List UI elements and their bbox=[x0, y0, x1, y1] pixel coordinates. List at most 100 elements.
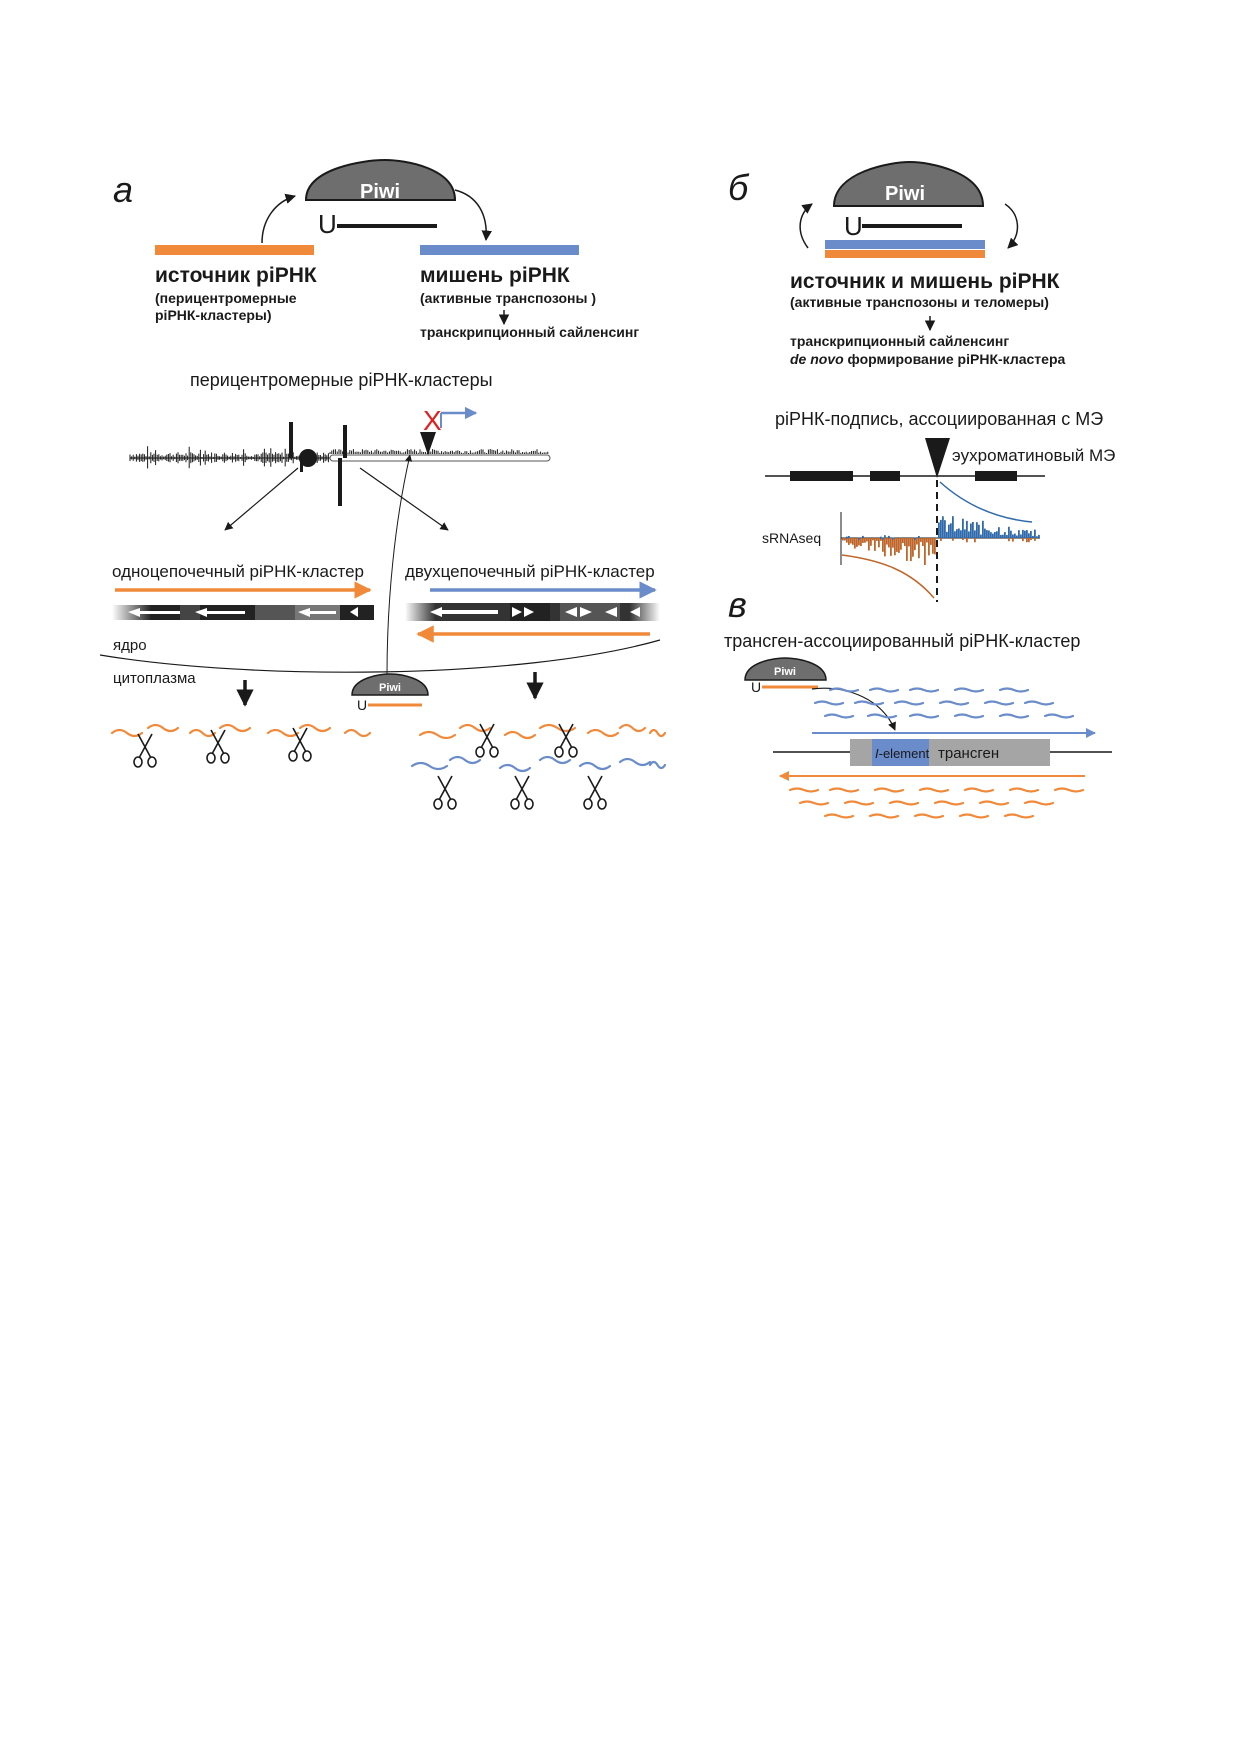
antisense-read-bar bbox=[876, 538, 878, 541]
blue-fragment bbox=[498, 763, 532, 773]
antisense-pirna bbox=[913, 813, 945, 819]
sense-read-bar bbox=[960, 530, 962, 538]
sense-read-bar bbox=[980, 534, 982, 538]
antisense-decay-curve bbox=[841, 554, 935, 599]
antisense-read-bar bbox=[896, 538, 898, 552]
antisense-read-bar bbox=[874, 538, 876, 551]
scissor-handle bbox=[597, 798, 607, 810]
scissor-handle bbox=[220, 752, 230, 764]
scissor-handle bbox=[147, 756, 157, 768]
sense-read-bar bbox=[966, 520, 968, 538]
scissor-blade bbox=[293, 727, 308, 753]
antisense-read-bar bbox=[878, 538, 880, 548]
sense-read-bar bbox=[964, 529, 966, 538]
panel-a-letter: а bbox=[113, 169, 133, 210]
small-piwi-c: Piwi U bbox=[744, 657, 827, 695]
panel-a: а Piwi U источник piРНК (перицентромерны… bbox=[99, 158, 667, 810]
scissor-blade bbox=[514, 775, 529, 801]
peak-3 bbox=[338, 458, 342, 506]
b-sub: (активные транспозоны и теломеры) bbox=[790, 294, 1049, 310]
sense-read-bar bbox=[970, 523, 972, 538]
sense-read-bar bbox=[946, 531, 948, 538]
scissor-handle bbox=[489, 746, 499, 758]
scissor-handle bbox=[510, 798, 520, 810]
orange-fragment bbox=[218, 723, 252, 733]
scissor-blade bbox=[138, 733, 153, 759]
chromosome-track: X bbox=[129, 405, 551, 506]
scissor-blade bbox=[558, 723, 573, 749]
antisense-pirna bbox=[958, 813, 990, 819]
sense-pirna bbox=[908, 687, 940, 693]
antisense-pirna bbox=[1023, 800, 1055, 806]
pirna-fragments-a bbox=[110, 723, 667, 773]
sense-read-bar bbox=[948, 524, 950, 538]
orange-fragment bbox=[298, 723, 332, 733]
orange-fragment bbox=[110, 728, 144, 738]
sense-read-bar bbox=[990, 532, 992, 538]
uni-cluster-bar bbox=[112, 605, 374, 620]
insertion-triangle bbox=[420, 432, 436, 455]
blue-fragment bbox=[410, 761, 449, 771]
srnaseq-label: sRNAseq bbox=[762, 530, 821, 546]
orange-fragment bbox=[266, 728, 300, 738]
arrow-to-uni bbox=[224, 467, 299, 531]
exon-3 bbox=[975, 471, 1017, 481]
i-element-italic: I bbox=[875, 746, 879, 761]
sense-pirna bbox=[953, 687, 985, 693]
scissors-icon bbox=[554, 723, 578, 758]
sense-read-bar bbox=[1026, 530, 1028, 538]
antisense-pirna bbox=[828, 787, 860, 793]
i-element-label: I-element bbox=[875, 746, 930, 761]
sense-pirna bbox=[828, 687, 860, 693]
antisense-read-bar bbox=[850, 538, 852, 544]
arrow-piwi-to-transgene bbox=[811, 687, 896, 731]
sense-read-bar bbox=[1034, 529, 1036, 538]
sense-pirna bbox=[938, 700, 970, 706]
scissor-handle bbox=[447, 798, 457, 810]
source-bar bbox=[155, 245, 314, 255]
nucleus-label: ядро bbox=[113, 637, 147, 654]
antisense-read-bar bbox=[866, 538, 868, 542]
antisense-read-bar bbox=[890, 538, 892, 556]
clusters-title: перицентромерные piРНК-кластеры bbox=[190, 370, 493, 390]
sense-pirna bbox=[998, 687, 1030, 693]
exon-1 bbox=[790, 471, 853, 481]
sense-read-bar bbox=[1032, 535, 1034, 538]
sense-read-bar bbox=[944, 520, 946, 538]
blue-fragment bbox=[578, 761, 612, 771]
antisense-pirna bbox=[843, 800, 875, 806]
antisense-read-bar bbox=[882, 538, 884, 552]
scissors-group-a bbox=[133, 723, 607, 810]
antisense-pirna bbox=[788, 787, 820, 793]
antisense-read-bar bbox=[914, 538, 916, 551]
antisense-read-bar bbox=[966, 538, 968, 543]
silencing-b: транскрипционный сайленсинг bbox=[790, 333, 1009, 349]
sense-pirna bbox=[983, 700, 1015, 706]
antisense-read-bar bbox=[940, 538, 942, 541]
piwi-label: Piwi bbox=[360, 181, 400, 203]
sense-read-bar bbox=[974, 530, 976, 538]
antisense-read-bar bbox=[886, 538, 888, 545]
antisense-read-bar bbox=[872, 538, 874, 541]
sense-pirna-fragments bbox=[813, 687, 1075, 719]
piwi-label-b: Piwi bbox=[885, 183, 925, 205]
antisense-read-bar bbox=[920, 538, 922, 542]
small-piwi-a: Piwi U bbox=[351, 673, 429, 713]
sense-read-bar bbox=[1020, 534, 1022, 538]
target-bar bbox=[420, 245, 579, 255]
antisense-read-bar bbox=[1034, 538, 1036, 541]
source-sub2: piРНК-кластеры) bbox=[155, 307, 272, 323]
scissor-blade bbox=[479, 723, 494, 749]
antisense-read-bar bbox=[862, 538, 864, 543]
antisense-read-bar bbox=[924, 538, 926, 565]
sense-read-bar bbox=[954, 531, 956, 538]
blue-fragment bbox=[618, 757, 652, 767]
sense-read-bar bbox=[994, 532, 996, 538]
antisense-read-bar bbox=[1012, 538, 1014, 542]
antisense-read-bar bbox=[1022, 538, 1024, 542]
sense-pirna bbox=[953, 713, 985, 719]
sense-read-bar bbox=[848, 536, 850, 538]
source-sub1: (перицентромерные bbox=[155, 290, 297, 306]
sense-read-bar bbox=[992, 533, 994, 538]
source-title: источник piРНК bbox=[155, 264, 317, 287]
